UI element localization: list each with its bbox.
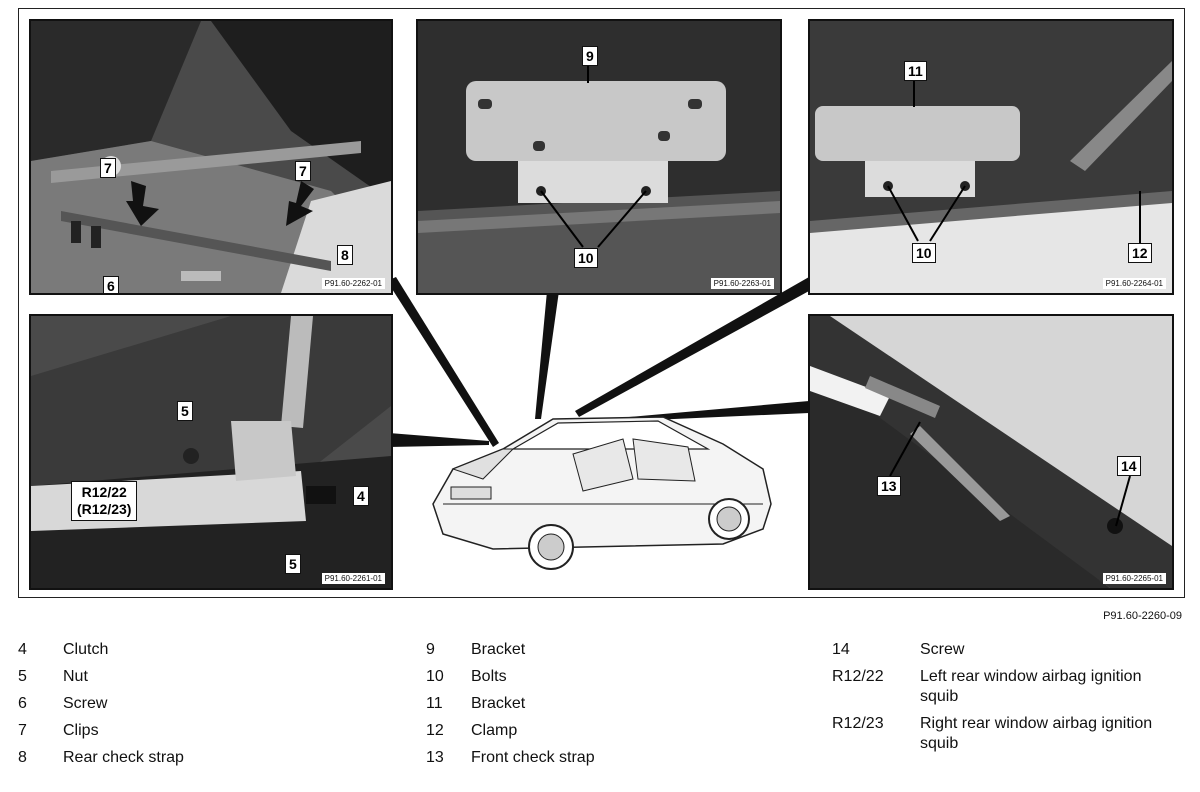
legend-item: R12/22 Left rear window airbag ignition s… <box>832 667 1170 707</box>
legend-num: R12/22 <box>832 668 884 685</box>
panel-ref: P91.60-2262-01 <box>321 278 385 289</box>
photo-bracket-11 <box>810 21 1172 293</box>
legend-item: 4 Clutch <box>18 640 313 660</box>
callout-bolts: 10 <box>574 248 598 268</box>
legend-num: 10 <box>426 668 444 685</box>
panel-ref: P91.60-2261-01 <box>321 573 385 584</box>
legend-column-1: 4 Clutch 5 Nut 6 Screw 7 Clips 8 Rear check s… <box>18 640 313 775</box>
legend-num: 11 <box>426 695 443 712</box>
callout-screw: 6 <box>103 276 119 293</box>
legend-label: Bracket <box>471 641 526 658</box>
legend-num: 7 <box>18 722 27 739</box>
photo-panel-bracket-9: 9 10 P91.60-2263-01 <box>416 19 782 295</box>
panel-ref: P91.60-2263-01 <box>710 278 774 289</box>
legend-num: 12 <box>426 722 444 739</box>
legend-num: 6 <box>18 695 27 712</box>
callout-nut-bottom: 5 <box>285 554 301 574</box>
callout-screw: 14 <box>1117 456 1141 476</box>
legend-label: Bolts <box>471 668 507 685</box>
legend: 4 Clutch 5 Nut 6 Screw 7 Clips 8 Rear check s… <box>0 640 1200 780</box>
legend-label: Clamp <box>471 722 518 739</box>
photo-rear-check-strap <box>31 21 391 293</box>
legend-column-3: 14 Screw R12/22 Left rear window airbag ig… <box>832 640 1170 761</box>
callout-r12-23: (R12/23) <box>77 501 132 517</box>
legend-item: 11 Bracket <box>426 694 721 714</box>
callout-clips-left: 7 <box>100 158 116 178</box>
photo-front-check-strap <box>810 316 1172 588</box>
legend-item: 13 Front check strap <box>426 748 721 768</box>
photo-clutch <box>31 316 391 588</box>
legend-label: Bracket <box>471 695 526 712</box>
legend-num: 4 <box>18 641 27 658</box>
callout-clamp: 12 <box>1128 243 1152 263</box>
legend-label: Screw <box>920 641 965 658</box>
legend-label: Clutch <box>63 641 109 658</box>
legend-num: 5 <box>18 668 27 685</box>
legend-item: 14 Screw <box>832 640 1170 660</box>
legend-num: 13 <box>426 749 444 766</box>
figure-id: P91.60-2260-09 <box>1103 610 1182 622</box>
legend-item: 12 Clamp <box>426 721 721 741</box>
legend-label: Nut <box>63 668 88 685</box>
leader-panel-2 <box>535 291 559 419</box>
callout-airbag-squib: R12/22 (R12/23) <box>71 481 138 521</box>
legend-num: 14 <box>832 641 850 658</box>
legend-item: 8 Rear check strap <box>18 748 313 768</box>
legend-item: 9 Bracket <box>426 640 721 660</box>
photo-panel-rear-check-strap: 7 7 8 6 P91.60-2262-01 <box>29 19 393 295</box>
callout-nut-top: 5 <box>177 401 193 421</box>
callout-bracket: 9 <box>582 46 598 66</box>
callout-bolts: 10 <box>912 243 936 263</box>
legend-item: 7 Clips <box>18 721 313 741</box>
legend-item: R12/23 Right rear window airbag ignition … <box>832 714 1170 754</box>
legend-num: 9 <box>426 641 435 658</box>
legend-label: Right rear window airbag ignition squib <box>920 715 1153 752</box>
legend-label: Left rear window airbag ignition squib <box>920 668 1142 705</box>
callout-clips-right: 7 <box>295 161 311 181</box>
legend-item: 10 Bolts <box>426 667 721 687</box>
callout-rear-check-strap: 8 <box>337 245 353 265</box>
legend-label: Front check strap <box>471 749 595 766</box>
panel-ref: P91.60-2265-01 <box>1102 573 1166 584</box>
panel-ref: P91.60-2264-01 <box>1102 278 1166 289</box>
callout-front-check-strap: 13 <box>877 476 901 496</box>
legend-label: Screw <box>63 695 108 712</box>
car-illustration <box>432 416 772 570</box>
photo-bracket-9 <box>418 21 780 293</box>
callout-r12-22: R12/22 <box>81 484 127 500</box>
legend-label: Rear check strap <box>63 749 184 766</box>
photo-panel-clutch: 5 R12/22 (R12/23) 4 5 P91.60-2261-01 <box>29 314 393 590</box>
callout-clutch: 4 <box>353 486 369 506</box>
legend-label: Clips <box>63 722 99 739</box>
legend-item: 6 Screw <box>18 694 313 714</box>
photo-panel-bracket-11: 11 10 12 P91.60-2264-01 <box>808 19 1174 295</box>
legend-item: 5 Nut <box>18 667 313 687</box>
legend-num: R12/23 <box>832 715 884 732</box>
legend-num: 8 <box>18 749 27 766</box>
leader-panel-3 <box>575 277 809 417</box>
callout-bracket: 11 <box>904 61 927 81</box>
photo-panel-front-check-strap: 13 14 P91.60-2265-01 <box>808 314 1174 590</box>
diagram-figure: 7 7 8 6 P91.60-2262-01 9 10 P91.60-2263-… <box>18 8 1185 598</box>
